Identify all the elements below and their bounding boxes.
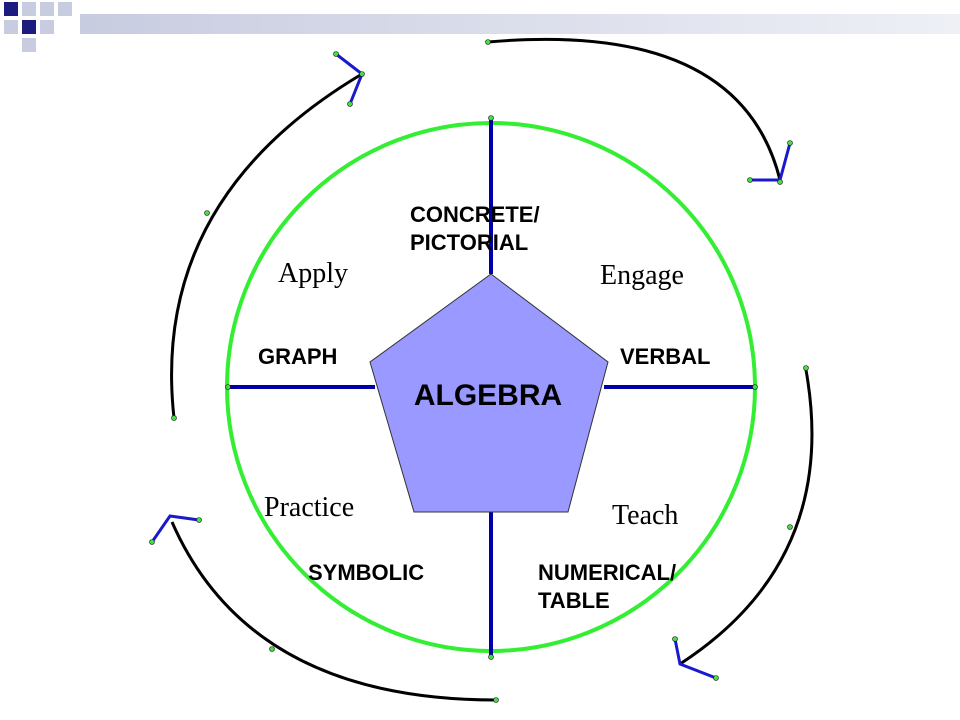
handle [787,140,793,146]
handle [204,210,210,216]
header-square [40,2,54,16]
arrow-bottom [170,521,497,702]
cycle-arrows [170,37,814,702]
phase-practice: Practice [264,492,354,523]
phase-engage: Engage [600,260,684,291]
label-table: TABLE [538,588,610,613]
label-concrete: CONCRETE/ [410,202,540,227]
center-pentagon [369,273,609,513]
handle [333,51,339,57]
arrow-right [679,369,814,666]
phase-apply: Apply [278,258,348,289]
handle [488,654,494,660]
label-numerical: NUMERICAL/ [538,560,676,585]
handle [485,39,491,45]
header-square [22,38,36,52]
handle [493,697,499,703]
header-square [4,20,18,34]
handle [196,517,202,523]
label-symbolic: SYMBOLIC [308,560,424,585]
handle [347,101,353,107]
handle [269,646,275,652]
spokes [228,118,755,657]
handle [747,177,753,183]
arrow-top-right [487,37,782,181]
label-verbal: VERBAL [620,344,710,369]
header-bar [80,14,960,34]
header-square [58,2,72,16]
handle [777,179,783,185]
selection-handles [149,39,809,703]
arrowhead-right [673,637,718,680]
handle [359,71,365,77]
label-pictorial: PICTORIAL [410,230,528,255]
header-square [40,20,54,34]
handle [149,539,155,545]
handle [672,636,678,642]
handle [752,384,758,390]
header-square-dark [22,20,36,34]
handle [713,675,719,681]
header-square-dark [4,2,18,16]
arrowhead-left [334,52,364,106]
header-square [22,2,36,16]
handle [171,415,177,421]
center-label: ALGEBRA [414,379,562,412]
arrow-left [170,72,363,419]
phase-teach: Teach [612,500,678,531]
handle [787,524,793,530]
label-graph: GRAPH [258,344,337,369]
handle [225,384,231,390]
arrowhead-bottom [150,514,201,544]
handle [488,115,494,121]
header-decoration [0,0,960,56]
handle [803,365,809,371]
